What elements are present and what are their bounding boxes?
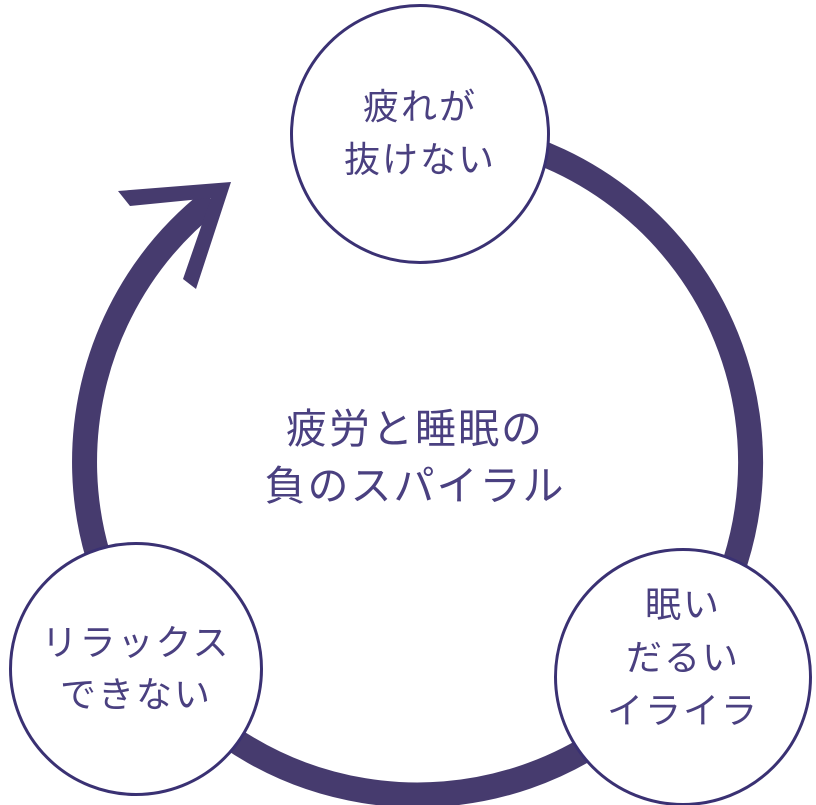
node-relax-line2: できない	[59, 675, 212, 715]
node-sleepy-line2: だるい	[625, 637, 740, 678]
diagram-title-line2: 負のスパイラル	[264, 463, 566, 509]
cycle-arc	[72, 116, 764, 805]
node-relax-line1: リラックス	[41, 623, 231, 663]
node-relax: リラックス できない	[9, 542, 263, 796]
node-fatigue-line2: 抜けない	[343, 140, 496, 180]
node-sleepy: 眠い だるい イライラ	[554, 548, 812, 805]
node-fatigue-line1: 疲れが	[362, 87, 477, 127]
node-fatigue: 疲れが 抜けない	[290, 4, 550, 264]
diagram-title: 疲労と睡眠の 負のスパイラル	[14, 401, 816, 515]
node-sleepy-line3: イライラ	[606, 690, 759, 731]
diagram-title-line1: 疲労と睡眠の	[286, 406, 544, 452]
node-sleepy-line1: 眠い	[644, 584, 721, 625]
arrowhead-icon	[118, 182, 231, 289]
